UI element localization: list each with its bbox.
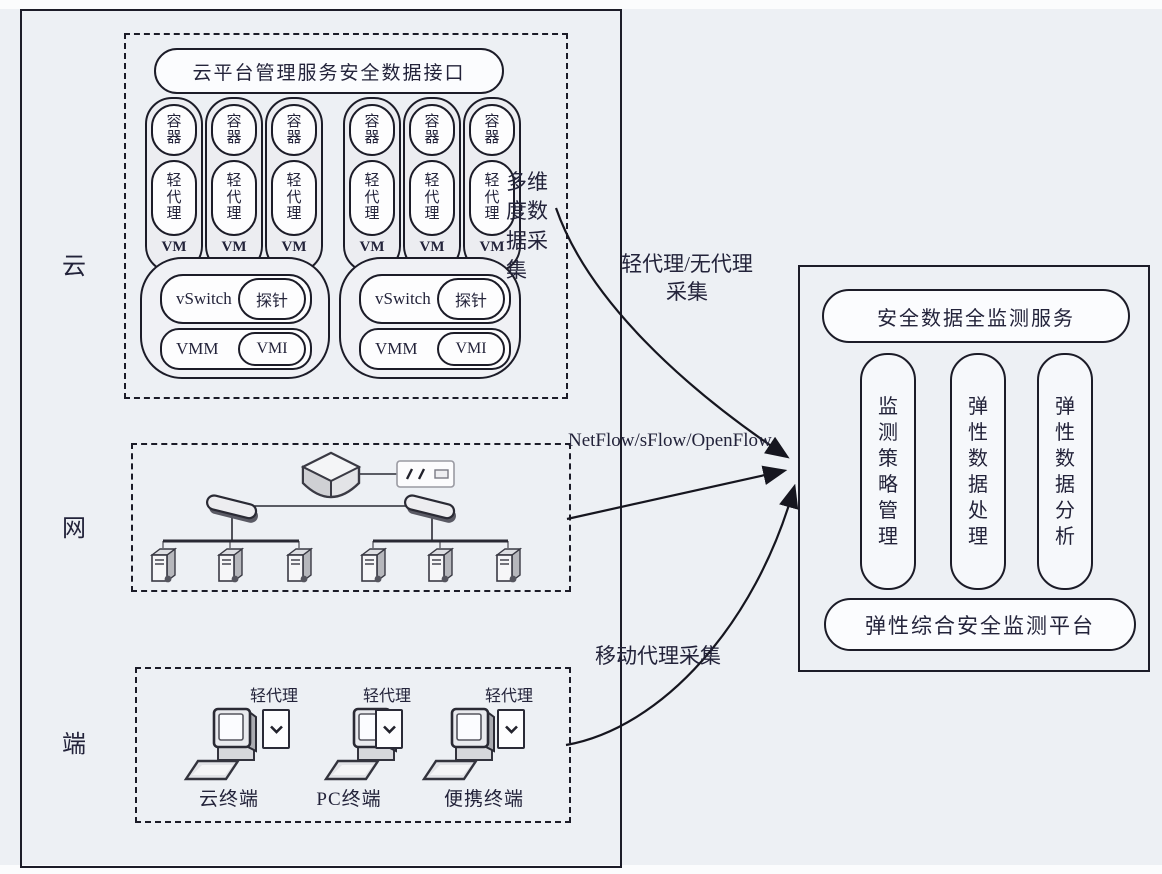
cloud-section-box: 云平台管理服务安全数据接口 容器 轻代理 VM 容器 轻代理 VM 容器 轻代理…: [124, 33, 568, 399]
light-agent-label: 轻代理: [424, 173, 440, 223]
chevron-down-icon: [382, 725, 396, 734]
vswitch-row: vSwitch 探针: [359, 274, 511, 324]
network-flow-label: NetFlow/sFlow/OpenFlow: [568, 430, 772, 451]
agent-label: 轻代理: [484, 688, 534, 705]
vmm-label: VMM: [176, 339, 219, 358]
container-label: 容器: [286, 113, 302, 147]
vswitch-label: vSwitch: [176, 289, 232, 308]
vmi-label: VMI: [455, 340, 487, 357]
endpoint-flow-label: 移动代理采集: [595, 644, 721, 668]
hypervisor-group: vSwitch 探针 VMM VMI: [140, 257, 330, 379]
vm-label: VM: [479, 239, 505, 255]
zone-network-label: 网: [62, 516, 86, 542]
container-label: 容器: [484, 113, 500, 147]
container-label: 容器: [424, 113, 440, 147]
probe-label: 探针: [255, 293, 288, 310]
light-agent-label: 轻代理: [364, 173, 380, 223]
vm-label: VM: [161, 239, 187, 255]
agent-checkbox: [497, 709, 525, 749]
platform-pill-label: 监测策略管理: [878, 395, 898, 548]
terminal-name: PC终端: [316, 789, 382, 810]
zone-cloud-label: 云: [62, 254, 86, 280]
platform-pill: 弹性数据处理: [950, 353, 1006, 590]
agent-label: 轻代理: [362, 688, 412, 705]
platform-pill-label: 弹性数据分析: [1055, 395, 1075, 548]
agent-checkbox: [262, 709, 290, 749]
vm-column: 容器 轻代理 VM: [145, 97, 203, 273]
platform-pill: 监测策略管理: [860, 353, 916, 590]
light-agent-label: 轻代理: [226, 173, 242, 223]
top-margin: [0, 0, 1162, 9]
vswitch-label: vSwitch: [375, 289, 431, 308]
vm-column: 容器 轻代理 VM: [265, 97, 323, 273]
platform-pill-label: 弹性数据处理: [968, 395, 988, 548]
multidim-collection-label: 多维度数据采集: [506, 170, 548, 283]
light-agent-label: 轻代理: [286, 173, 302, 223]
network-topology: [149, 451, 523, 583]
terminal-name: 云终端: [198, 789, 260, 810]
cloud-interface-title: 云平台管理服务安全数据接口: [192, 62, 466, 84]
vmm-label: VMM: [375, 339, 418, 358]
chevron-down-icon: [269, 725, 283, 734]
vm-label: VM: [419, 239, 445, 255]
vm-label: VM: [359, 239, 385, 255]
vmm-row: VMM VMI: [359, 328, 511, 370]
vswitch-row: vSwitch 探针: [160, 274, 312, 324]
switch-icon: [403, 494, 456, 523]
light-agent-label: 轻代理: [484, 173, 500, 223]
monitoring-platform-box: 安全数据全监测服务 监测策略管理 弹性数据处理 弹性数据分析 弹性综合安全监测平…: [798, 265, 1150, 672]
container-label: 容器: [226, 113, 242, 147]
server-icons: [149, 547, 523, 583]
bottom-margin: [0, 865, 1162, 874]
vm-column: 容器 轻代理 VM: [205, 97, 263, 273]
desktop-terminal-icon: [184, 707, 258, 781]
switch-icon: [205, 494, 258, 523]
hypervisor-group: vSwitch 探针 VMM VMI: [339, 257, 521, 379]
router-icon: [300, 451, 362, 499]
vm-column: 容器 轻代理 VM: [403, 97, 461, 273]
platform-footer: 弹性综合安全监测平台: [865, 613, 1095, 638]
platform-pill: 弹性数据分析: [1037, 353, 1093, 590]
zone-endpoint-label: 端: [62, 732, 86, 758]
chevron-down-icon: [504, 725, 518, 734]
agent-checkbox: [375, 709, 403, 749]
terminal-name: 便携终端: [443, 789, 525, 810]
desktop-terminal-icon: [422, 707, 496, 781]
vm-column: 容器 轻代理 VM: [463, 97, 521, 273]
container-label: 容器: [166, 113, 182, 147]
vmm-row: VMM VMI: [160, 328, 312, 370]
vm-column: 容器 轻代理 VM: [343, 97, 401, 273]
platform-title-pill: 安全数据全监测服务: [822, 289, 1130, 343]
container-label: 容器: [364, 113, 380, 147]
platform-footer-pill: 弹性综合安全监测平台: [824, 598, 1136, 651]
vm-label: VM: [221, 239, 247, 255]
probe-label: 探针: [454, 293, 487, 310]
agent-label: 轻代理: [249, 688, 299, 705]
endpoint-section-box: 轻代理 云终端 轻代理 PC终端 轻代理 便携终端: [135, 667, 571, 823]
vmi-label: VMI: [256, 340, 288, 357]
cloud-flow-label: 轻代理/无代理采集: [621, 252, 753, 305]
light-agent-label: 轻代理: [166, 173, 182, 223]
platform-title: 安全数据全监测服务: [877, 307, 1075, 330]
cloud-interface-pill: 云平台管理服务安全数据接口: [154, 48, 504, 94]
vm-label: VM: [281, 239, 307, 255]
network-section-box: [131, 443, 571, 592]
modem-icon: [396, 460, 455, 488]
